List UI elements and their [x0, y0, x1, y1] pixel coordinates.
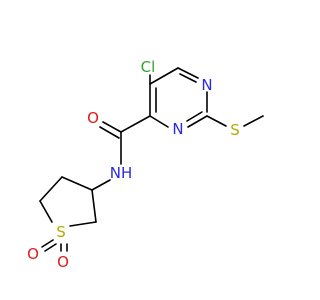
bond-c6-n1 [177, 67, 199, 79]
atom-labels: Cl N N S O NH S O O [27, 58, 240, 271]
bond-c4-camide [120, 115, 151, 133]
bond-c-o [102, 121, 122, 133]
bond-nh-c3 [91, 179, 111, 191]
atom-s-methyl: S [230, 121, 240, 139]
bond-c5r-s [39, 200, 53, 223]
atom-cl: Cl [141, 58, 156, 76]
molecule-structure: Cl N N S O NH S O O [27, 58, 264, 271]
bonds [39, 67, 264, 252]
atom-n1: N [201, 76, 212, 94]
bond-s-c2r [69, 221, 97, 227]
bond-s-methyl [243, 115, 264, 127]
atom-o-sulfonyl-1: O [27, 245, 39, 263]
atom-s-ring: S [56, 223, 66, 241]
bond-c5-c6 [149, 67, 179, 85]
bond-c2-n3 [187, 115, 208, 128]
bond-c2-n3-inner [186, 111, 203, 122]
bond-s-o1 [41, 239, 54, 248]
bond-c2-s [206, 115, 227, 127]
atom-n3: N [172, 120, 183, 138]
atom-o-sulfonyl-2: O [57, 253, 69, 271]
bond-c4r-c5r [39, 176, 63, 202]
molecule-drawing: Cl N N S O NH S O O [27, 58, 264, 271]
bond-c2r-c3 [91, 189, 97, 223]
atom-nh: NH [110, 164, 133, 182]
bond-c6-n1-inner [179, 73, 197, 83]
atom-o-carbonyl: O [87, 109, 99, 127]
bond-c-o-inner [99, 126, 120, 139]
bond-c3-c4r [61, 176, 93, 191]
bond-s-o1-inner [44, 243, 57, 252]
bond-n3-c4 [149, 115, 169, 128]
